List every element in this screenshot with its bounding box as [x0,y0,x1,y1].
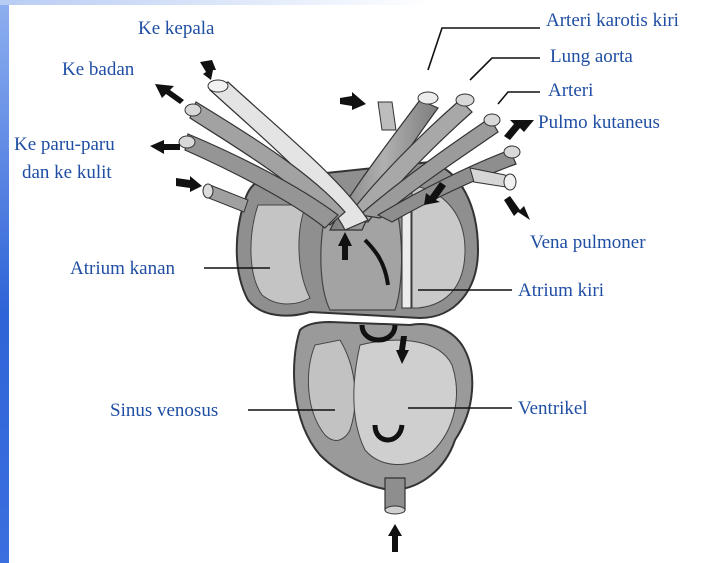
leader-arteri-karotis [428,28,540,70]
arrow-vena-in [504,196,530,220]
arrow-skin-in [176,176,202,192]
label-atrium-kanan: Atrium kanan [70,258,176,279]
label-ke-paru-line1: Ke paru-paru [14,134,115,155]
label-arteri: Arteri [548,80,593,101]
label-arteri-karotis-kiri: Arteri karotis kiri [546,10,679,31]
arrow-pulmo-out [504,120,534,140]
arrow-top-in [340,92,366,110]
label-lung-aorta: Lung aorta [550,46,633,67]
label-sinus-venosus: Sinus venosus [110,400,218,421]
top-entering-vein [378,102,396,130]
label-ke-badan: Ke badan [62,59,135,80]
inflow-vessel [385,478,405,510]
leader-arteri [498,92,540,104]
label-ventrikel: Ventrikel [518,398,588,419]
label-pulmo-kutaneus: Pulmo kutaneus [538,112,660,133]
label-atrium-kiri: Atrium kiri [518,280,604,301]
arrow-to-body [155,84,184,104]
leader-lung-aorta [470,58,540,80]
arrow-to-lung [150,140,180,154]
arrow-to-head [200,60,216,80]
label-ke-kepala: Ke kepala [138,18,215,39]
label-ke-paru-line2: dan ke kulit [22,162,112,183]
arrow-bottom-up [388,524,402,552]
label-vena-pulmoner: Vena pulmoner [530,232,646,253]
